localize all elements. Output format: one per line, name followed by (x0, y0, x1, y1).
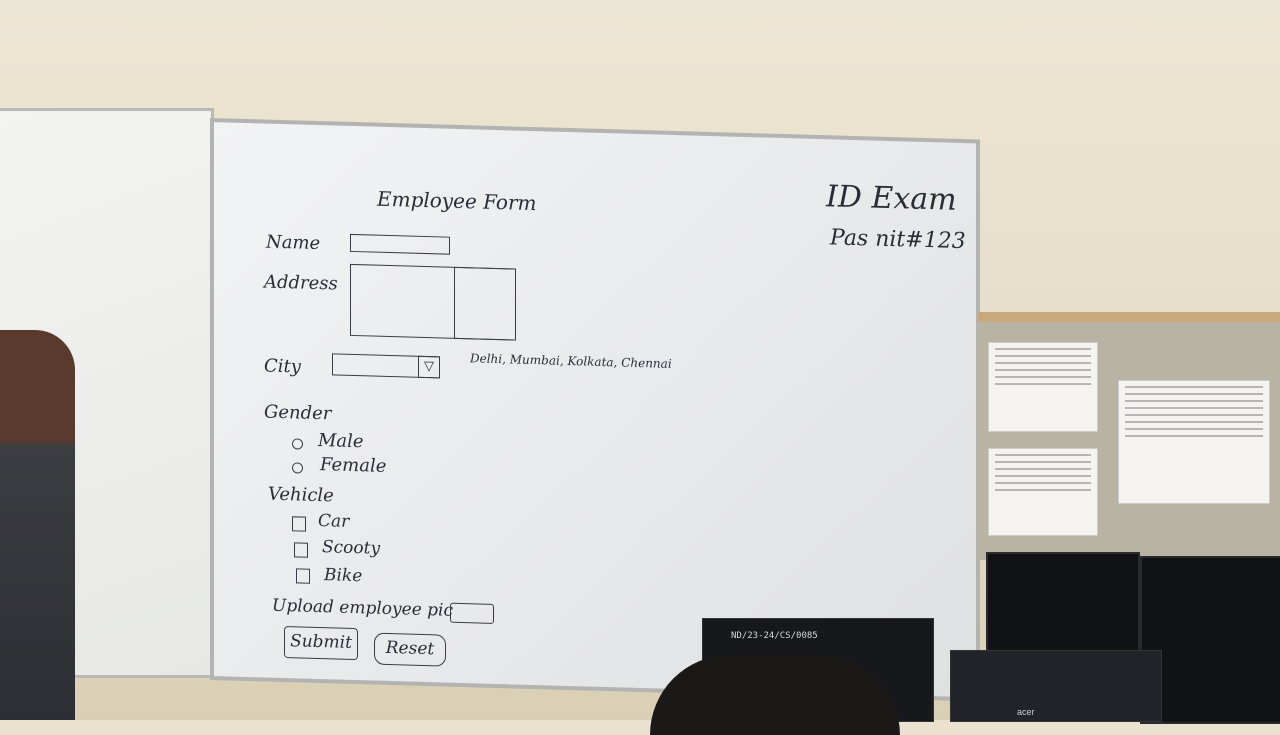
main-whiteboard: Employee Form ID Exam Pas nit#123 Name A… (210, 118, 980, 702)
form-title: Employee Form (377, 186, 537, 216)
upload-label: Upload employee pic (272, 595, 454, 621)
vehicle-option-bike: Bike (324, 565, 363, 587)
notice-board (978, 312, 1280, 560)
vehicle-option-car: Car (318, 511, 350, 532)
corner-note-exam: ID Exam (826, 179, 957, 218)
dropdown-arrow-icon: ▽ (418, 355, 440, 379)
foreground-head (650, 655, 900, 735)
computer-monitor (986, 552, 1140, 656)
checkbox-square-icon (294, 542, 308, 558)
notice-sheet (988, 342, 1098, 432)
vehicle-label: Vehicle (268, 483, 334, 507)
gender-option-female: Female (320, 454, 387, 477)
address-label: Address (264, 271, 338, 295)
notice-sheet (988, 448, 1098, 536)
address-scrollbar (454, 266, 516, 341)
tower-asset-label: ND/23-24/CS/0085 (731, 631, 818, 641)
city-label: City (264, 355, 301, 378)
radio-circle-icon (292, 438, 303, 450)
city-options-note: Delhi, Mumbai, Kolkata, Chennai (470, 351, 672, 371)
computer-tower: acer (950, 650, 1162, 722)
person-standing (0, 330, 75, 720)
checkbox-square-icon (296, 568, 310, 584)
gender-label: Gender (264, 401, 332, 425)
radio-circle-icon (292, 462, 303, 474)
reset-button-drawing: Reset (374, 632, 446, 667)
name-textbox (350, 233, 450, 255)
vehicle-option-scooty: Scooty (322, 537, 381, 559)
timetable-sheet (1118, 380, 1270, 504)
brand-label: acer (1017, 707, 1035, 717)
name-label: Name (266, 231, 321, 255)
submit-button-drawing: Submit (284, 626, 358, 661)
gender-option-male: Male (318, 430, 364, 453)
upload-box (450, 602, 494, 624)
corner-note-password: Pas nit#123 (830, 225, 966, 255)
checkbox-square-icon (292, 516, 306, 532)
computer-monitor (1140, 556, 1280, 724)
